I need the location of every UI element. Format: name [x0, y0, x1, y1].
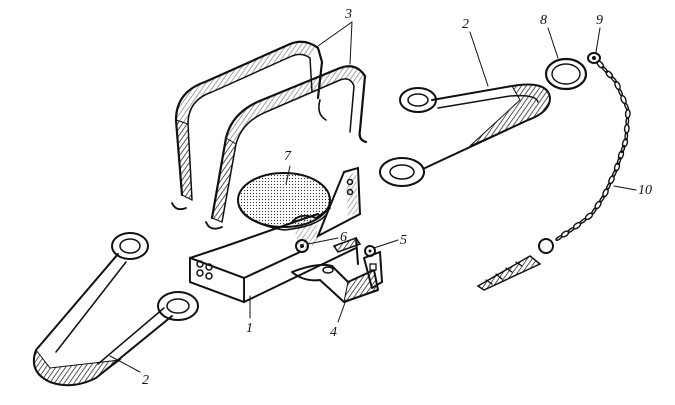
- chain-link: [623, 123, 630, 134]
- label-chain: 10: [613, 183, 652, 198]
- dog-part: [291, 251, 383, 303]
- label-frame: 1: [246, 295, 253, 336]
- label-4: 4: [330, 325, 337, 340]
- label-trigger-pin: 5: [373, 233, 407, 249]
- chain-link: [624, 108, 631, 119]
- label-9: 9: [596, 13, 603, 28]
- label-2-left: 2: [142, 373, 149, 388]
- swivel-part: [587, 52, 601, 64]
- label-1: 1: [246, 321, 253, 336]
- anchor-stake: [476, 238, 554, 291]
- chain-link: [601, 66, 609, 73]
- chain-link: [555, 235, 563, 241]
- pan-pivot-part: [295, 239, 309, 253]
- jaws-part: [171, 40, 368, 230]
- label-5: 5: [400, 233, 407, 248]
- spring-right-part: [379, 83, 551, 187]
- chain-link: [616, 156, 622, 166]
- label-ring: 8: [540, 13, 559, 59]
- label-3: 3: [344, 7, 352, 22]
- label-jaws: 3: [317, 7, 353, 65]
- label-10: 10: [638, 183, 652, 198]
- label-spring-right: 2: [462, 17, 489, 87]
- frame-part: [189, 166, 362, 304]
- chain-link: [624, 132, 629, 141]
- chain-link: [596, 60, 605, 69]
- chain-link: [625, 117, 630, 126]
- label-7: 7: [284, 149, 292, 164]
- trigger-pin-part: [332, 237, 376, 265]
- label-8: 8: [540, 13, 547, 28]
- chain-link: [621, 138, 629, 148]
- label-2-right: 2: [462, 17, 469, 32]
- label-dog: 4: [330, 299, 347, 340]
- label-spring-left: 2: [109, 355, 149, 388]
- ring-part: [544, 57, 588, 91]
- chain-link: [617, 150, 625, 160]
- chain-link: [620, 144, 626, 154]
- pan-part: [237, 172, 331, 231]
- chain-part: [555, 60, 631, 241]
- chain-link: [613, 162, 621, 172]
- label-6: 6: [340, 230, 347, 245]
- label-pan: 7: [284, 149, 292, 185]
- spring-left-part: [32, 232, 199, 387]
- label-pan-pivot: 6: [307, 230, 347, 245]
- label-swivel: 9: [595, 13, 603, 53]
- chain-link: [605, 70, 614, 79]
